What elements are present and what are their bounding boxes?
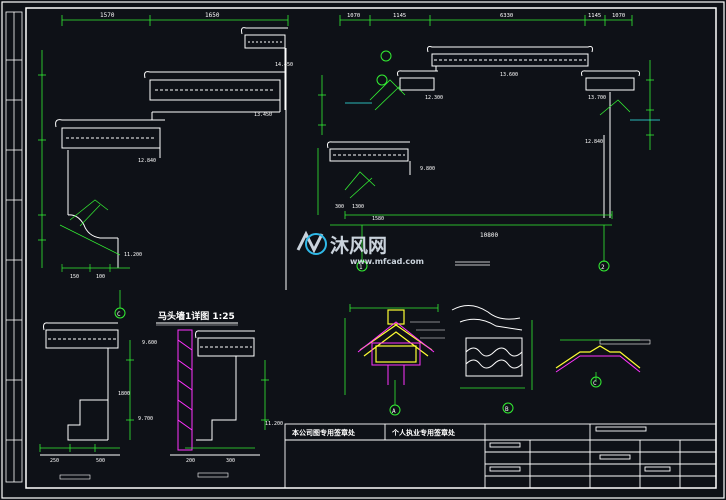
dim-label: 1145 xyxy=(588,13,601,19)
scale-bar xyxy=(455,261,490,266)
titleblock-company-seal: 本公司图专用签章处 xyxy=(291,428,356,437)
dim-10800: 10800 xyxy=(480,232,498,239)
elev-label: 12.840 xyxy=(585,139,603,145)
binding-strip xyxy=(5,11,23,483)
elev-label: 9.800 xyxy=(420,166,435,172)
elev-label: 13.600 xyxy=(500,72,518,78)
dim-label: 1800 xyxy=(118,391,130,397)
dim-label: 200 xyxy=(186,458,195,464)
watermark-brand: 沐风网 xyxy=(330,235,387,257)
elev-label: 13.450 xyxy=(254,112,272,118)
elev-label: 12.300 xyxy=(425,95,443,101)
dim-label: 300 xyxy=(226,458,235,464)
detail-title: 马头墙1详图 1:25 xyxy=(158,310,235,322)
dim-label: 150 xyxy=(70,274,79,280)
detail-section-wall: 11.200 200 300 xyxy=(170,329,283,478)
elev-label: 9.700 xyxy=(138,416,153,422)
detail-b-section: B xyxy=(451,305,533,414)
dim-label: 300 xyxy=(335,204,344,210)
elev-label: 11.200 xyxy=(265,421,283,427)
watermark-url: www.mfcad.com xyxy=(350,257,424,266)
elev-label: 11.200 xyxy=(124,252,142,258)
detail-a-section: A xyxy=(344,304,445,416)
elevation-left: 1570 1650 xyxy=(38,12,293,319)
detail-marker: A xyxy=(392,408,396,415)
dim-label: 1070 xyxy=(612,13,625,19)
section-marker-label: C xyxy=(117,311,121,318)
detail-marker: B xyxy=(505,406,509,413)
watermark: 沐风网 www.mfcad.com xyxy=(296,230,424,266)
dim-1570: 1570 xyxy=(100,12,115,19)
dim-label: 1580 xyxy=(372,216,384,222)
title-block xyxy=(284,423,717,489)
dim-label: 250 xyxy=(50,458,59,464)
axis-marker: 1 xyxy=(359,264,363,271)
elevation-right: 1070 1145 6330 1145 1070 xyxy=(317,13,660,272)
elev-label: 14.450 xyxy=(275,62,293,68)
dim-label: 1070 xyxy=(347,13,360,19)
dim-label: 500 xyxy=(96,458,105,464)
dim-label: 1145 xyxy=(393,13,406,19)
dim-label: 6330 xyxy=(500,13,513,19)
watermark-logo-icon xyxy=(296,230,327,255)
titleblock-personal-seal: 个人执业专用签章处 xyxy=(391,428,456,437)
elev-label: 13.700 xyxy=(588,95,606,101)
detail-title-block: 马头墙1详图 1:25 xyxy=(156,310,238,326)
detail-c-section: C xyxy=(555,339,651,388)
dim-label: 100 xyxy=(96,274,105,280)
elev-label: 9.600 xyxy=(142,340,157,346)
elev-label: 12.840 xyxy=(138,158,156,164)
axis-marker: 2 xyxy=(601,264,605,271)
detail-section-left: 9.600 9.700 1800 250 500 xyxy=(39,322,157,480)
dim-1650: 1650 xyxy=(205,12,220,19)
dim-label: 1300 xyxy=(352,204,364,210)
detail-marker: C xyxy=(593,380,597,387)
